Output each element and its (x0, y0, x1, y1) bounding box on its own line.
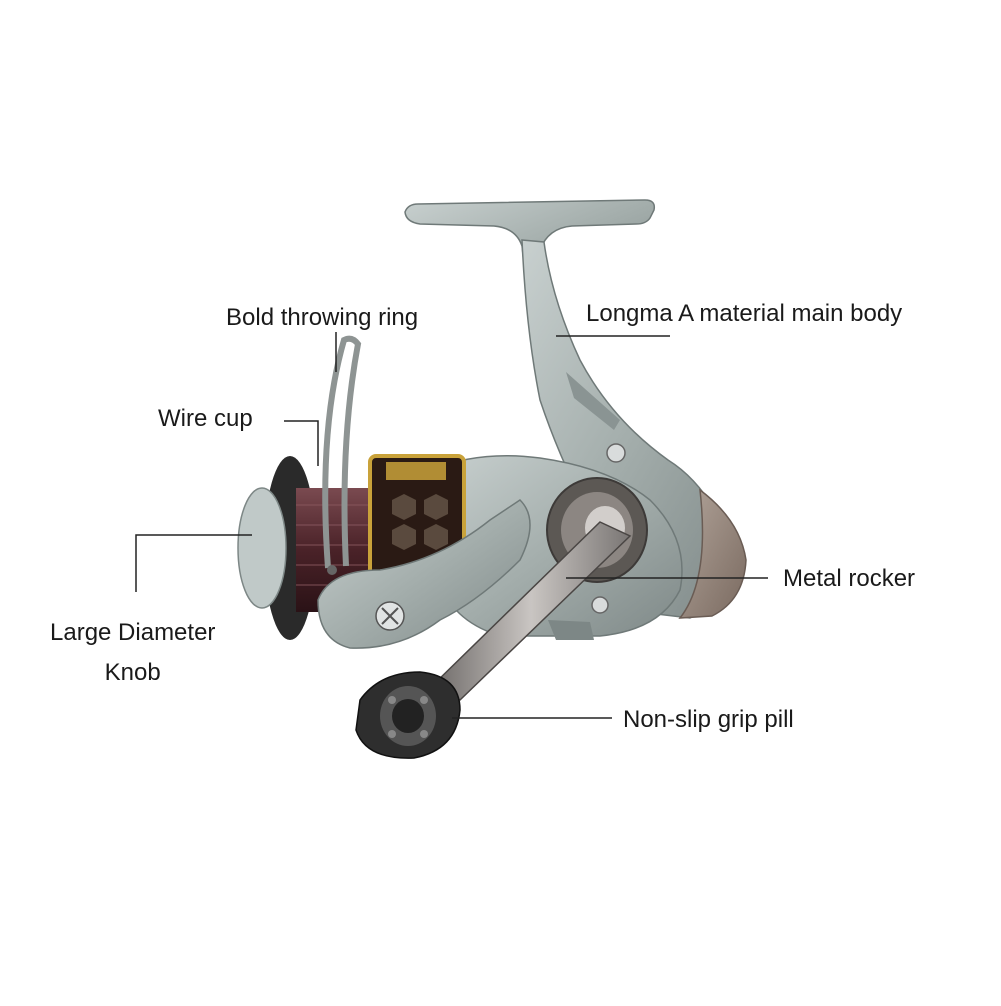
label-knob-line2: Knob (104, 659, 161, 686)
metal-rocker-handle (430, 521, 632, 701)
label-bold-throwing-ring: Bold throwing ring (226, 304, 419, 331)
label-large-diameter-knob: Large Diameter Knob (50, 613, 215, 693)
leader-lines (135, 332, 768, 719)
back-cover (678, 488, 747, 619)
rotor-arm (317, 499, 594, 649)
label-metal-rocker: Metal rocker (783, 565, 916, 592)
label-main-body: Longma A material main body (586, 300, 903, 327)
leader-wire-cup (284, 420, 319, 466)
bail-wire (322, 335, 362, 575)
label-wire-cup: Wire cup (158, 405, 253, 432)
grip-knob (355, 671, 461, 759)
label-knob-line1: Large Diameter (50, 619, 216, 646)
label-non-slip-grip: Non-slip grip pill (623, 706, 794, 733)
leader-knob (135, 534, 252, 592)
